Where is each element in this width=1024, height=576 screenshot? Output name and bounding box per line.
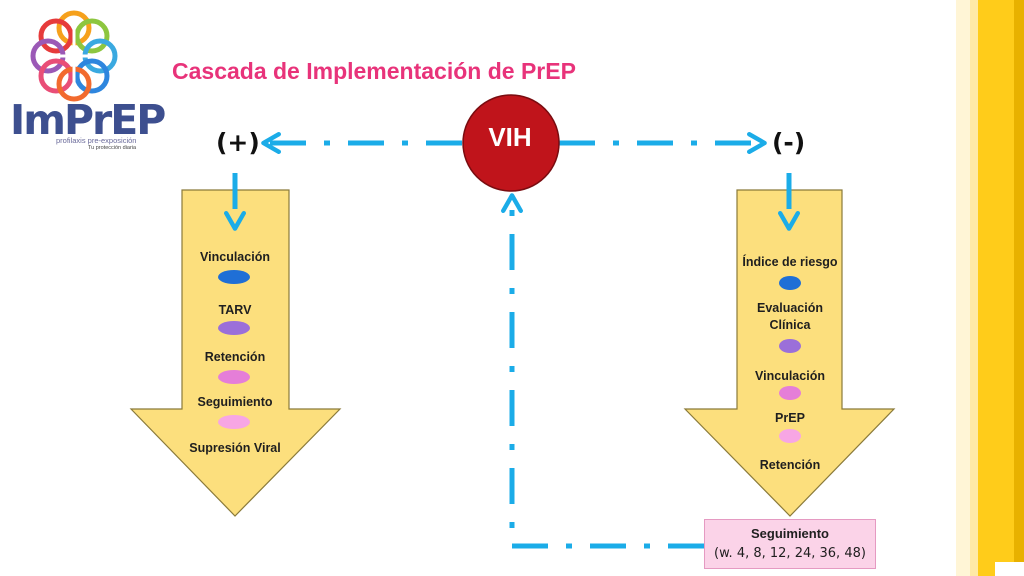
- followup-title: Seguimiento: [750, 526, 829, 541]
- followup-weeks: (w. 4, 8, 12, 24, 36, 48): [714, 546, 866, 561]
- negative-pill-4: [779, 429, 801, 443]
- positive-step-seguimiento: Seguimiento: [197, 395, 273, 409]
- positive-cascade-arrow: [129, 189, 342, 517]
- negative-step-indice-riesgo: Índice de riesgo: [742, 255, 838, 269]
- logo-wordmark: ImPrEP: [10, 96, 166, 144]
- negative-step-vinculacion: Vinculación: [755, 369, 825, 383]
- logo-tagline: profilaxis pre-exposición: [56, 136, 137, 145]
- positive-pill-1: [218, 270, 250, 284]
- negative-pill-2: [779, 339, 801, 353]
- positive-step-tarv: TARV: [218, 303, 252, 317]
- positive-step-vinculacion: Vinculación: [200, 250, 270, 264]
- vih-label: VIH: [488, 122, 532, 152]
- negative-pill-1: [779, 276, 801, 290]
- vih-circle: [462, 94, 560, 192]
- positive-pill-4: [218, 415, 250, 429]
- negative-step-evaluacion-clinica: Evaluación Clínica: [757, 301, 823, 332]
- negative-sign: (-): [772, 128, 806, 157]
- positive-sign: (+): [216, 128, 260, 157]
- positive-step-retencion: Retención: [204, 350, 266, 364]
- positive-pill-2: [218, 321, 250, 335]
- positive-step-supresion-viral: Supresión Viral: [189, 441, 281, 455]
- negative-step-prep: PrEP: [775, 411, 805, 425]
- positive-pill-3: [218, 370, 250, 384]
- followup-return-connector: [500, 193, 704, 549]
- followup-box: [704, 519, 876, 569]
- negative-pill-3: [779, 386, 801, 400]
- negative-cascade-arrow: [683, 189, 896, 517]
- logo-emblem-icon: [30, 10, 118, 102]
- logo-subtagline: Tu protección diaria: [88, 145, 137, 151]
- page-title: Cascada de Implementación de PrEP: [172, 58, 576, 84]
- negative-step-retencion: Retención: [759, 458, 821, 472]
